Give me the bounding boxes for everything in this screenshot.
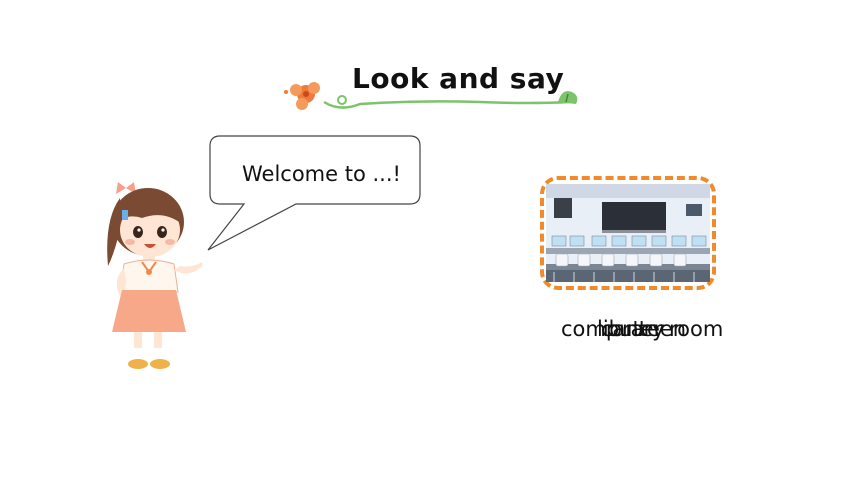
computer-room-photo bbox=[546, 184, 710, 282]
vine-icon bbox=[323, 100, 571, 109]
word-canteen: canteen bbox=[601, 317, 687, 341]
sprout-icon bbox=[558, 91, 578, 104]
flower-icon bbox=[284, 82, 320, 110]
speech-text: Welcome to ...! bbox=[242, 162, 401, 186]
girl-illustration bbox=[107, 182, 203, 369]
page-title: Look and say bbox=[352, 62, 565, 95]
word-library: library bbox=[597, 317, 665, 341]
word-computer-room: computer room bbox=[561, 317, 724, 341]
speech-bubble bbox=[207, 135, 421, 251]
title-decoration bbox=[284, 82, 578, 110]
